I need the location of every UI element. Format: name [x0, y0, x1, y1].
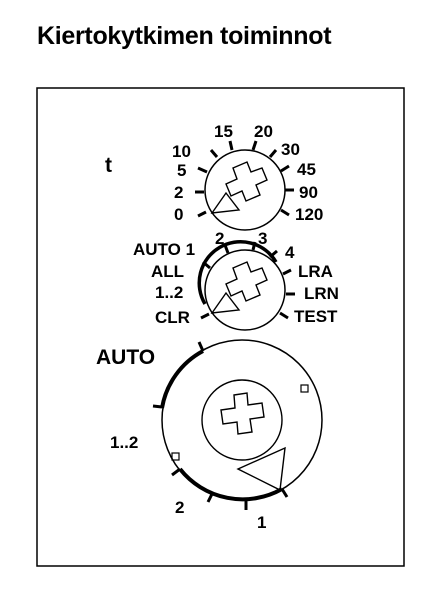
dial-mode-label-12: 1..2: [155, 283, 183, 302]
dial-mode-ticks: [200, 241, 295, 320]
dial-mode-label-clr: CLR: [155, 308, 190, 327]
dial-mode-label-4: 4: [285, 243, 295, 262]
dial-mode-label-lrn: LRN: [304, 284, 339, 303]
dial-t-symbol: t: [105, 154, 112, 177]
dial-t-label-120: 120: [295, 205, 323, 224]
dial-t-label-90: 90: [299, 183, 318, 202]
dial-mode-label-3: 3: [258, 229, 267, 248]
dial-t-label-45: 45: [297, 160, 316, 179]
dial-mode-body[interactable]: [204, 249, 286, 331]
dial-main-label-12: 1..2: [110, 433, 138, 452]
dial-mode-label-all: ALL: [151, 262, 184, 281]
dial-t-label-10: 10: [172, 142, 191, 161]
dial-mode-arc: [197, 240, 278, 305]
dial-t-label-15: 15: [214, 122, 233, 141]
dial-main-knob-icon: [220, 392, 286, 492]
dial-mode-knob-icon: [210, 261, 268, 314]
dial-mode-label-auto1: AUTO 1: [133, 240, 195, 259]
dial-mode-label-test: TEST: [294, 307, 338, 326]
dial-t-label-20: 20: [254, 122, 273, 141]
dial-mode[interactable]: AUTO 1 2 3 4 ALL 1..2 CLR LRA LRN TEST: [133, 229, 339, 331]
dial-t-label-2: 2: [174, 183, 183, 202]
dial-main-arc-bottom: [178, 467, 283, 502]
dial-main-notch-right: [300, 384, 309, 393]
dial-mode-label-2: 2: [215, 229, 224, 248]
dial-t-body[interactable]: [204, 149, 286, 231]
page-title: Kiertokytkimen toiminnot: [37, 22, 332, 50]
dial-main-ticks: [152, 341, 289, 510]
dial-t-ticks: [195, 140, 294, 218]
dial-main-label-1: 1: [257, 513, 266, 532]
dial-main-label-2: 2: [175, 498, 184, 517]
dial-t-knob-icon: [210, 161, 268, 214]
diagram-frame: [36, 87, 405, 567]
dial-t-label-0: 0: [174, 205, 183, 224]
dial-main-label-auto: AUTO: [96, 346, 155, 369]
dial-mode-label-lra: LRA: [298, 262, 333, 281]
dial-main-arc-auto: [160, 349, 204, 409]
dial-main[interactable]: AUTO 1..2 2 1: [96, 339, 323, 532]
dial-t[interactable]: t 10 5 2 0 15 20 30 45 90 120: [105, 122, 323, 231]
dial-main-knob: [201, 379, 283, 461]
dial-t-label-30: 30: [281, 140, 300, 159]
dial-main-notch-left: [171, 452, 180, 461]
dial-t-label-5: 5: [177, 161, 186, 180]
